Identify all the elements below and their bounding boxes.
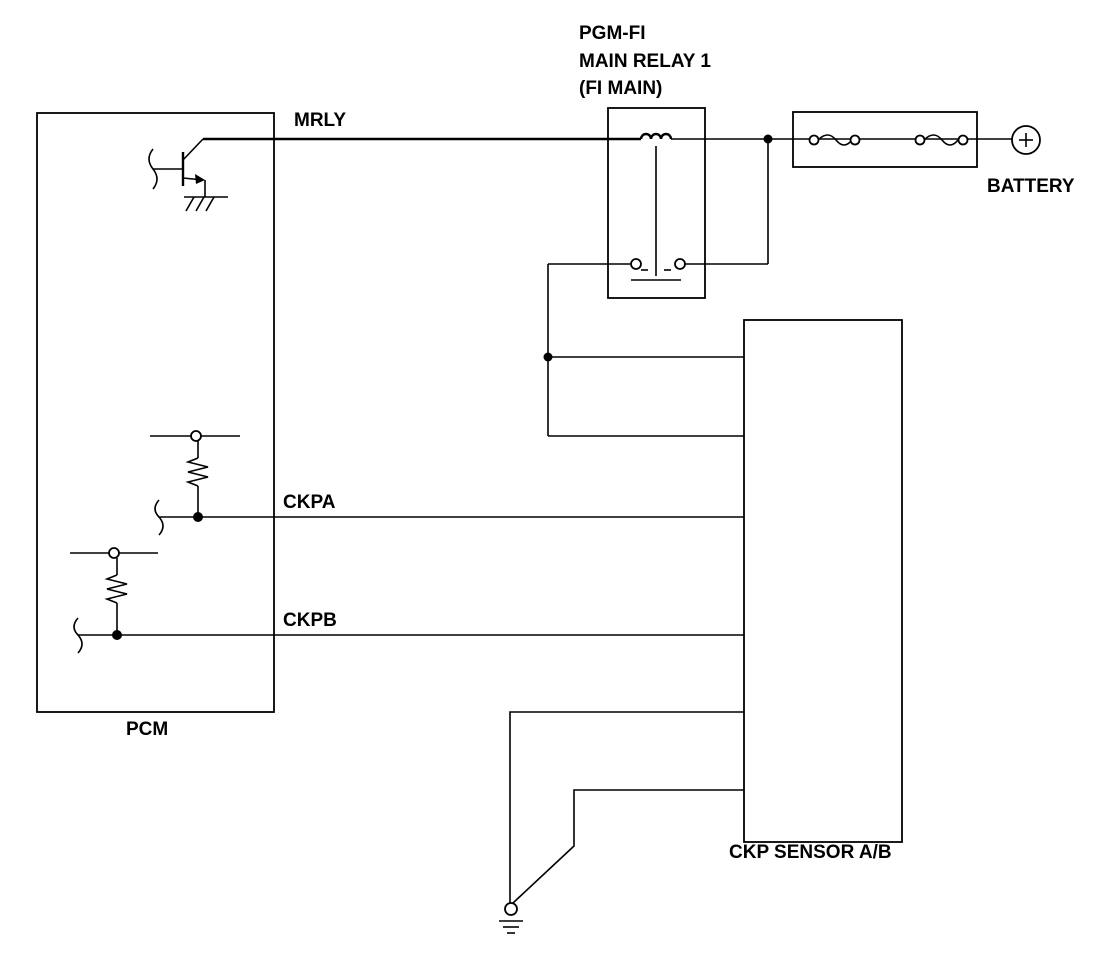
fuse-icon (914, 134, 969, 146)
chassis-ground-icon (184, 196, 228, 212)
ckpa-pullup-resistor (150, 430, 240, 516)
ckpb-label: CKPB (283, 610, 337, 631)
mrly-label: MRLY (294, 110, 346, 131)
fuse-icon (808, 134, 861, 146)
ckp-sensor-box (743, 319, 903, 843)
relay-coil-icon (639, 132, 768, 276)
pcm-box (36, 112, 275, 713)
ckp-sensor-label: CKP SENSOR A/B (729, 842, 892, 863)
relay-title-line1: PGM-FI (579, 23, 646, 44)
resistor-icon (104, 574, 128, 604)
sensor-ground-wire-1 (509, 711, 744, 903)
transistor-icon (148, 138, 206, 197)
ground-icon (499, 902, 523, 934)
relay-switch-icon (548, 258, 768, 281)
relay-box (607, 107, 706, 299)
junction-dot (112, 630, 122, 640)
battery-label: BATTERY (987, 176, 1075, 197)
junction-dot (543, 352, 553, 362)
battery-plus-icon (1011, 125, 1041, 155)
relay-title-line2: MAIN RELAY 1 (579, 51, 711, 72)
fuse-box (792, 111, 978, 168)
relay-title-line3: (FI MAIN) (579, 78, 662, 99)
pcm-label: PCM (126, 719, 168, 740)
junction-dot (193, 512, 203, 522)
ckpa-label: CKPA (283, 492, 336, 513)
sensor-ground-wire-2 (512, 789, 744, 904)
ckpb-pullup-resistor (70, 547, 158, 634)
resistor-icon (185, 457, 209, 487)
